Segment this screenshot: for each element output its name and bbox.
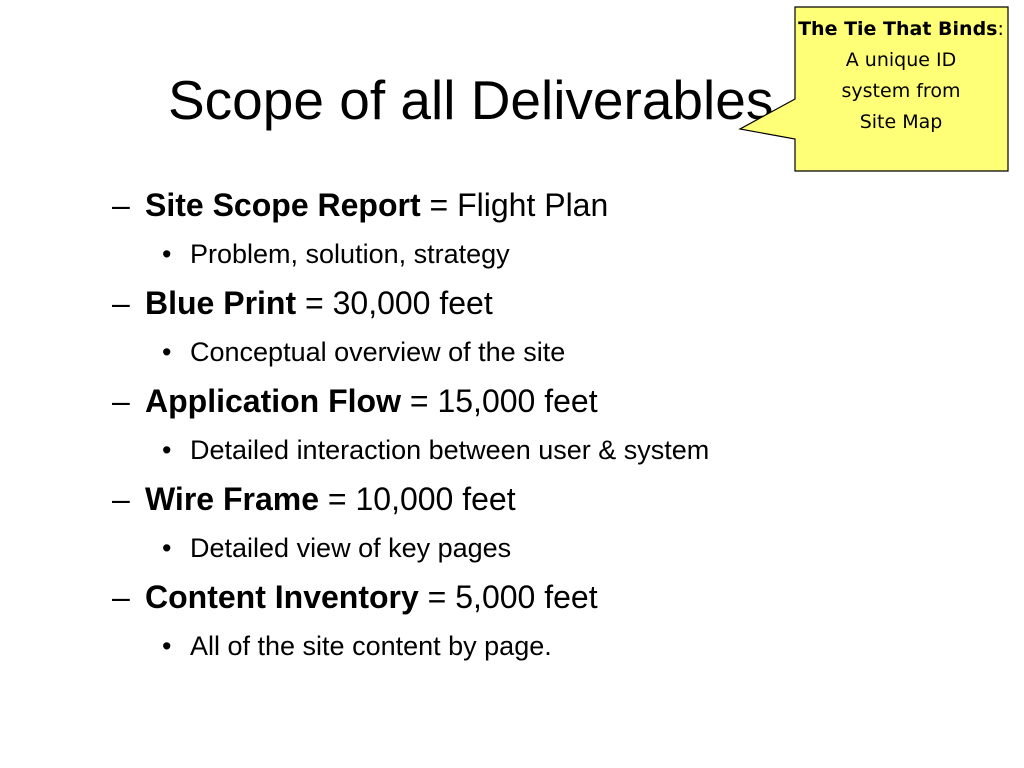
deliverable-detail: • Conceptual overview of the site — [112, 328, 892, 377]
deliverable-term: Content Inventory — [145, 579, 419, 615]
dash-marker: – — [112, 579, 130, 615]
deliverable-value: = 30,000 feet — [296, 285, 493, 321]
deliverable-term: Application Flow — [145, 383, 401, 419]
callout-outline — [738, 6, 1009, 172]
deliverable-detail-text: Problem, solution, strategy — [190, 239, 510, 269]
deliverable-term: Blue Print — [145, 285, 297, 321]
deliverable-detail: • Problem, solution, strategy — [112, 230, 892, 279]
callout-line: A unique ID — [845, 49, 957, 71]
deliverable-term: Site Scope Report — [145, 187, 421, 223]
deliverable-item: –Wire Frame = 10,000 feet — [112, 475, 892, 524]
bullet-marker: • — [162, 435, 172, 465]
deliverable-term: Wire Frame — [145, 481, 319, 517]
bullet-marker: • — [162, 533, 172, 563]
deliverable-detail: • Detailed interaction between user & sys… — [112, 426, 892, 475]
deliverables-list: –Site Scope Report = Flight Plan •Proble… — [112, 181, 892, 671]
bullet-marker: • — [162, 631, 172, 661]
callout-shape — [738, 6, 1009, 172]
callout-line: system from — [841, 80, 961, 102]
deliverable-detail: • Detailed view of key pages — [112, 524, 892, 573]
dash-marker: – — [112, 383, 130, 419]
callout-line: Site Map — [859, 111, 943, 133]
deliverable-value: = 5,000 feet — [418, 579, 598, 615]
dash-marker: – — [112, 187, 130, 223]
deliverable-detail: • All of the site content by page. — [112, 622, 892, 671]
deliverable-value: = 10,000 feet — [319, 481, 516, 517]
callout-bubble: The Tie That Binds: A unique ID system f… — [738, 6, 1010, 176]
deliverable-item: –Application Flow = 15,000 feet — [112, 377, 892, 426]
callout-heading: The Tie That Binds — [798, 18, 998, 40]
bullet-marker: • — [162, 337, 172, 367]
deliverable-item: –Site Scope Report = Flight Plan — [112, 181, 892, 230]
deliverable-item: –Blue Print = 30,000 feet — [112, 279, 892, 328]
callout-text: The Tie That Binds: A unique ID system f… — [796, 14, 1006, 138]
deliverable-detail-text: Detailed view of key pages — [190, 533, 512, 563]
deliverable-value: = 15,000 feet — [400, 383, 598, 419]
slide-title: Scope of all Deliverables — [168, 69, 774, 131]
deliverable-detail-text: All of the site content by page. — [190, 631, 552, 661]
callout-heading-suffix: : — [997, 18, 1004, 40]
dash-marker: – — [112, 481, 130, 517]
deliverable-item: –Content Inventory = 5,000 feet — [112, 573, 892, 622]
deliverable-detail-text: Detailed interaction between user & syst… — [190, 435, 710, 465]
deliverable-value: = Flight Plan — [420, 187, 609, 223]
deliverable-detail-text: Conceptual overview of the site — [190, 337, 566, 367]
bullet-marker: • — [162, 239, 172, 269]
dash-marker: – — [112, 285, 130, 321]
